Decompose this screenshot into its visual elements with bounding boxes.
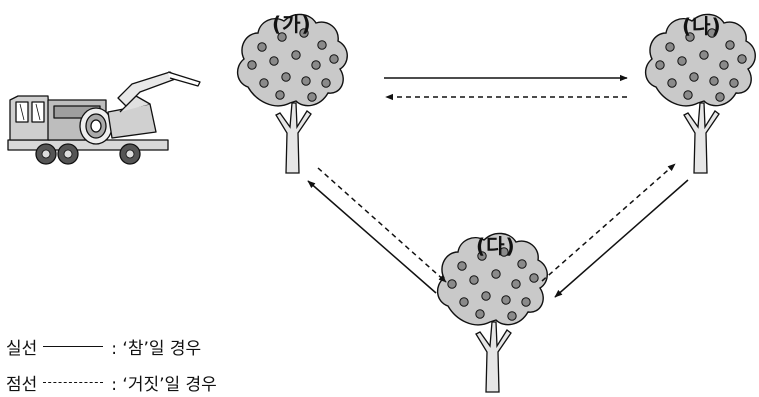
legend-dashed-term: 점선: [6, 375, 38, 395]
wood-chipper-truck-icon: [7, 71, 201, 165]
legend-solid-desc: : ‘참’일 경우: [111, 339, 202, 359]
node-label-da: (다): [476, 234, 516, 258]
edge-na-to-da: [554, 179, 689, 298]
edge-da-to-na: [541, 163, 676, 282]
edge-ga-to-da: [317, 167, 447, 283]
legend-solid: 실선 : ‘참’일 경우: [6, 334, 201, 359]
apple-tree-ga-icon: [236, 13, 348, 174]
dashed-line-sample: [43, 382, 104, 383]
node-label-ga: (가): [272, 12, 312, 36]
legend-dashed-desc: : ‘거짓’일 경우: [111, 375, 217, 395]
legend-solid-term: 실선: [6, 339, 38, 359]
node-label-na: (나): [682, 14, 722, 38]
legend-dashed: 점선 : ‘거짓’일 경우: [6, 370, 217, 395]
edge-da-to-ga: [307, 180, 437, 294]
solid-line-sample: [43, 346, 104, 347]
